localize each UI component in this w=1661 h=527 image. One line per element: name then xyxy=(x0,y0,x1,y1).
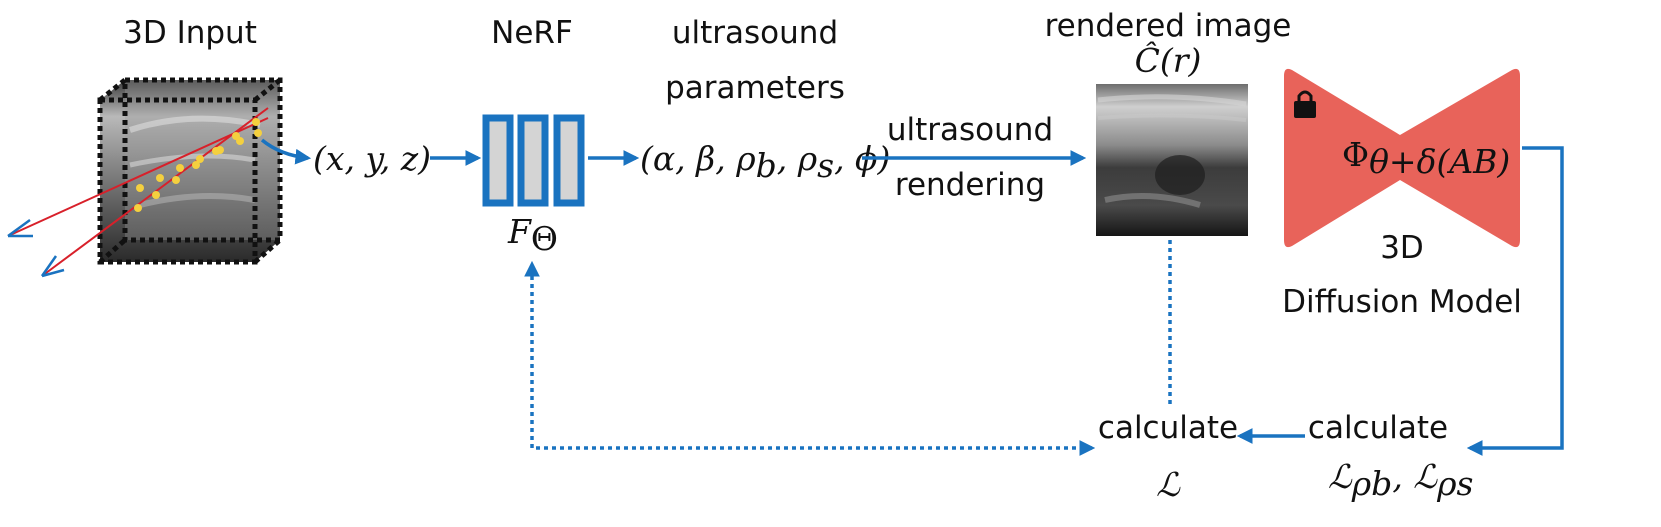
network-symbol: FΘ xyxy=(507,212,558,258)
coords-expression: (x, y, z) xyxy=(313,139,431,178)
ray-arrow-icon xyxy=(40,255,65,278)
calc-right-losses: ℒρb, ℒρs xyxy=(1328,457,1473,503)
network-layer xyxy=(517,114,549,207)
sample-points xyxy=(134,118,262,212)
render-label-line1: ultrasound xyxy=(887,112,1053,148)
flow-arrow xyxy=(1466,146,1564,456)
params-title-line1: ultrasound xyxy=(672,15,838,51)
dotted-feedback-arrow xyxy=(524,260,1096,456)
input-title: 3D Input xyxy=(123,15,257,51)
nerf-title: NeRF xyxy=(491,15,573,51)
network-layer xyxy=(553,114,585,207)
lock-icon xyxy=(1294,90,1316,118)
diffusion-symbol: Φθ+δ(AB) xyxy=(1342,135,1510,181)
diffusion-model xyxy=(1284,68,1520,248)
rendered-title: rendered image xyxy=(1045,8,1292,44)
network-layer xyxy=(482,114,514,207)
ray-arrow-icon xyxy=(7,218,33,238)
render-label-line2: rendering xyxy=(895,167,1045,203)
rendered-image xyxy=(1096,84,1248,236)
params-expression: (α, β, ρb, ρs, ϕ) xyxy=(640,139,890,185)
diffusion-label-line2: Diffusion Model xyxy=(1282,284,1522,320)
loss-symbol: ℒ xyxy=(1156,465,1181,504)
diffusion-label-line1: 3D xyxy=(1380,230,1424,266)
rendered-symbol: Ĉ(r) xyxy=(1135,40,1202,80)
nerf-network xyxy=(482,114,585,207)
coords-label: (x, y, z) xyxy=(313,139,431,178)
ultrasound-cube xyxy=(97,77,283,265)
flow-arrow xyxy=(260,138,312,165)
calc-left-label: calculate xyxy=(1098,410,1238,446)
params-title-line2: parameters xyxy=(665,70,845,106)
calc-right-label: calculate xyxy=(1308,410,1448,446)
